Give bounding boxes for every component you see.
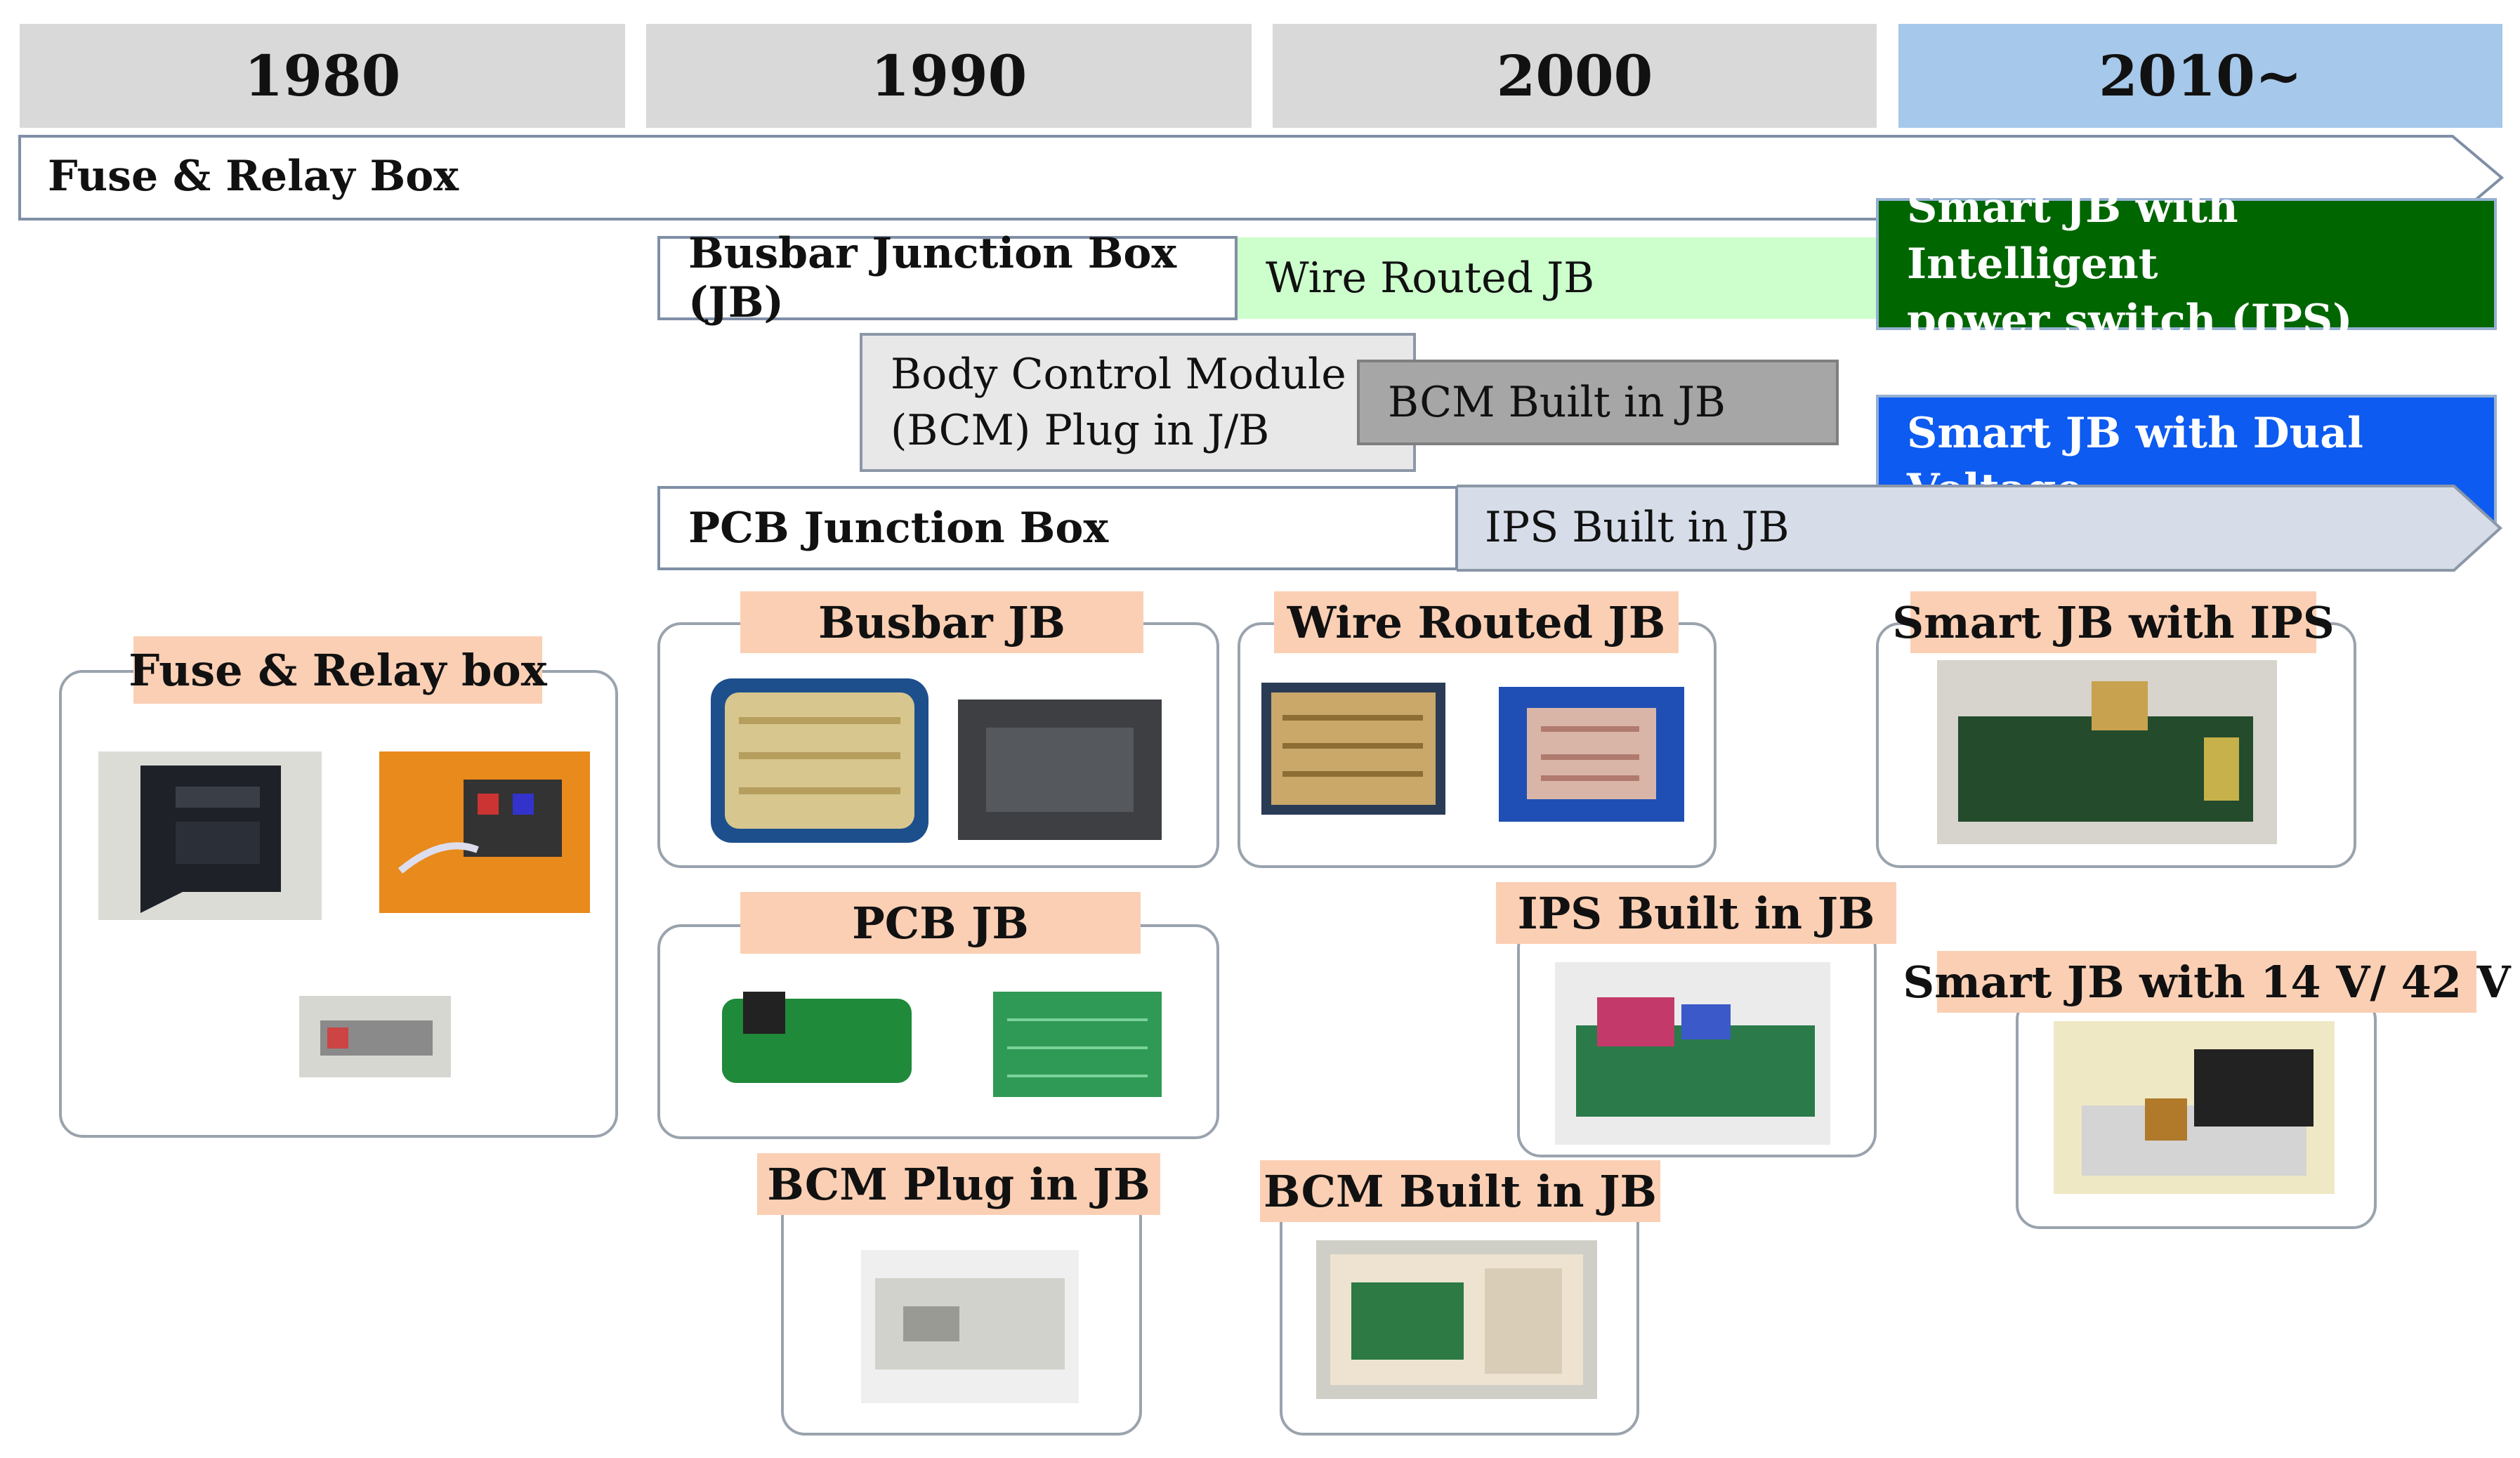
pcb-junction-box-bar: PCB Junction Box xyxy=(657,486,1458,570)
bcm-built-in-bar: BCM Built in JB xyxy=(1357,360,1839,445)
bcm-plug-jb-photo xyxy=(861,1250,1079,1403)
busbar-junction-box-bar: Busbar Junction Box (JB) xyxy=(657,229,1238,327)
fuse-relay-box-label: Fuse & Relay Box xyxy=(48,152,459,201)
fuse-box-photo-1 xyxy=(98,751,322,920)
smart-jb-ips-line2: power switch (IPS) xyxy=(1907,296,2353,345)
bcm-plug-line1: Body Control Module xyxy=(891,350,1346,399)
tag-smart-jb-ips: Smart JB with IPS xyxy=(1892,591,2335,653)
smart-jb-ips-photo xyxy=(1937,660,2277,844)
smart-dual-line1: Smart JB with Dual xyxy=(1907,409,2363,458)
ips-built-in-arrow: IPS Built in JB xyxy=(1457,485,2503,572)
era-1980: 1980 xyxy=(20,24,625,128)
pcb-jb-photo-1 xyxy=(715,978,919,1093)
smart-jb-ips-bar: Smart JB with Intelligent power switch (… xyxy=(1876,183,2497,345)
busbar-jb-photo-1 xyxy=(711,678,928,843)
tag-ips-built-jb: IPS Built in JB xyxy=(1496,882,1896,944)
tag-bcm-built-jb: BCM Built in JB xyxy=(1260,1160,1660,1222)
wire-routed-jb-photo-1 xyxy=(1261,683,1445,815)
busbar-jb-photo-2 xyxy=(944,685,1176,853)
wire-routed-jb-bar: Wire Routed JB xyxy=(1238,237,1878,319)
bcm-built-jb-photo xyxy=(1316,1240,1597,1399)
pcb-jb-photo-2 xyxy=(993,992,1162,1097)
smart-jb-14-42-photo xyxy=(2054,1021,2335,1194)
wire-routed-jb-photo-2 xyxy=(1499,687,1684,822)
tag-busbar-jb: Busbar JB xyxy=(740,591,1143,653)
fuse-box-photo-2 xyxy=(379,751,590,913)
era-1990: 1990 xyxy=(646,24,1252,128)
smart-jb-ips-line1: Smart JB with Intelligent xyxy=(1907,183,2238,289)
ips-built-in-label: IPS Built in JB xyxy=(1485,503,1790,552)
tag-smart-jb-14-42: Smart JB with 14 V/ 42 V xyxy=(1903,951,2511,1013)
fuse-box-photo-3 xyxy=(299,996,451,1077)
bcm-plug-in-bar: Body Control Module (BCM) Plug in J/B xyxy=(860,333,1416,472)
ips-arrow-shape xyxy=(1457,485,2502,572)
tag-pcb-jb: PCB JB xyxy=(740,892,1141,954)
tag-wire-routed-jb: Wire Routed JB xyxy=(1274,591,1679,653)
era-2010: 2010~ xyxy=(1898,24,2502,128)
era-2000: 2000 xyxy=(1273,24,1877,128)
tag-fuse-relay-box: Fuse & Relay box xyxy=(129,636,547,704)
ips-built-jb-photo xyxy=(1555,962,1830,1145)
tag-bcm-plug-jb: BCM Plug in JB xyxy=(757,1153,1160,1215)
bcm-plug-line2: (BCM) Plug in J/B xyxy=(891,406,1270,455)
